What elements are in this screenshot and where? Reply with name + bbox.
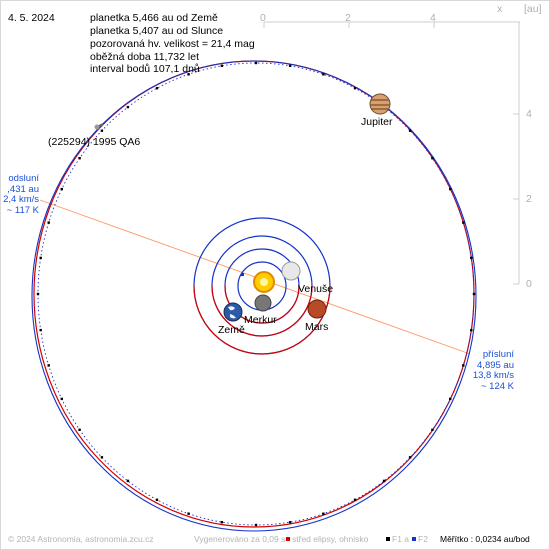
orbit-point [126, 105, 130, 109]
perihelion-title: přísluní [482, 349, 514, 360]
generated-time: Vygenerováno za 0,09 s [194, 534, 286, 544]
orbit-point [288, 521, 292, 524]
venus-orbit-half [224, 285, 300, 324]
x-tick-label: 0 [260, 12, 266, 24]
earth-orbit-half [211, 285, 313, 337]
x-tick-label: 4 [430, 12, 436, 24]
aphelion-distance: ,431 au [7, 183, 39, 195]
orbit-point [322, 512, 325, 515]
orbit-point [462, 364, 465, 367]
mars-label: Mars [305, 321, 329, 333]
y-tick-label: 0 [526, 278, 532, 290]
info-line: oběžná doba 11,732 let [90, 51, 199, 63]
date-label: 4. 5. 2024 [8, 12, 55, 24]
asteroid-icon [94, 123, 104, 130]
axis-scale [263, 21, 520, 285]
orbit-point [36, 292, 40, 296]
orbit-point [100, 456, 104, 459]
orbit-point [126, 479, 130, 483]
orbit-point [353, 87, 357, 90]
orbit-point [155, 87, 159, 90]
legend-f2-label: F2 [418, 534, 428, 544]
orbit-point [60, 187, 63, 191]
orbit-point [47, 364, 50, 367]
orbit-point [449, 187, 452, 191]
orbit-point [47, 221, 50, 224]
y-tick-label: 2 [526, 193, 532, 205]
x-tick-label: 2 [345, 12, 351, 24]
unit-label: [au] [524, 3, 542, 15]
asteroid-orbit-dotted [37, 62, 475, 526]
orbit-point [470, 328, 473, 332]
perihelion-speed: 13,8 km/s [472, 370, 514, 381]
orbit-point [187, 512, 190, 515]
copyright: © 2024 Astronomia, astronomia.zcu.cz [8, 534, 154, 544]
orbit-point [288, 64, 292, 67]
orbit-point [431, 428, 434, 431]
sun-icon [253, 271, 275, 293]
mercury-icon [254, 294, 272, 312]
legend-f1-label: F1 a [392, 534, 410, 544]
ellipse-center-marker [241, 273, 244, 276]
orbit-point [220, 64, 224, 67]
jupiter-label: Jupiter [361, 116, 393, 128]
asteroid-label: (225294) 1995 QA6 [48, 136, 141, 148]
orbit-point [39, 256, 42, 260]
orbit-point [100, 129, 104, 132]
asteroid-orbit [31, 60, 477, 532]
orbit-point [470, 256, 473, 260]
legend-f2-marker [412, 537, 416, 542]
mars-icon [307, 299, 327, 319]
perihelion-temp: ~ 124 K [480, 380, 514, 392]
orbit-point [449, 397, 452, 401]
orbit-point [78, 428, 81, 431]
y-tick-label: 4 [526, 108, 532, 120]
legend-f1-marker [386, 537, 390, 542]
orbit-point [78, 157, 81, 160]
info-line: interval bodů 107,1 dnů [90, 63, 200, 75]
earth-label: Země [218, 324, 245, 336]
orbit-point [472, 292, 476, 296]
orbit-point [408, 456, 412, 459]
orbit-point [431, 157, 434, 160]
scale-label: Měřítko : 0,0234 au/bod [440, 534, 530, 544]
orbit-point [382, 479, 386, 483]
legend-center-label: střed elipsy, ohnisko [292, 534, 369, 544]
earth-icon [223, 302, 243, 322]
orbit-points [36, 61, 476, 527]
info-line: pozorovaná hv. velikost = 21,4 mag [90, 38, 255, 50]
aphelion-info: odsluní ,431 au 2,4 km/s ~ 117 K [0, 173, 39, 216]
jupiter-orbit [33, 60, 475, 528]
orbit-point [220, 521, 224, 524]
info-line: planetka 5,466 au od Země [90, 12, 218, 24]
legend-f1: F1 a [386, 534, 409, 544]
orbit-point [187, 73, 190, 76]
orbit-point [353, 498, 357, 501]
orbit-point [60, 397, 63, 401]
jupiter-icon [369, 93, 391, 115]
orbit-point [322, 73, 325, 76]
legend-center: střed elipsy, ohnisko [286, 534, 368, 544]
mercury-label: Merkur [244, 314, 277, 326]
aphelion-temp: ~ 117 K [6, 204, 39, 216]
venus-icon [281, 261, 301, 281]
perihelion-distance: 4,895 au [477, 359, 514, 371]
x-axis-label: x [497, 3, 503, 15]
orbit-point [39, 328, 42, 332]
orbit-point [155, 498, 159, 501]
perihelion-info: přísluní 4,895 au 13,8 km/s ~ 124 K [468, 349, 514, 392]
orbit-point [462, 221, 465, 224]
legend-f2: F2 [412, 534, 428, 544]
orbit-point [408, 129, 412, 132]
venus-label: Venuše [298, 283, 334, 295]
aphelion-title: odsluní [8, 173, 39, 184]
info-line: planetka 5,407 au od Slunce [90, 25, 224, 37]
orbit-point [254, 61, 258, 65]
aphelion-speed: 2,4 km/s [3, 194, 39, 205]
orbit-point [254, 523, 258, 527]
legend-center-marker [286, 537, 290, 542]
